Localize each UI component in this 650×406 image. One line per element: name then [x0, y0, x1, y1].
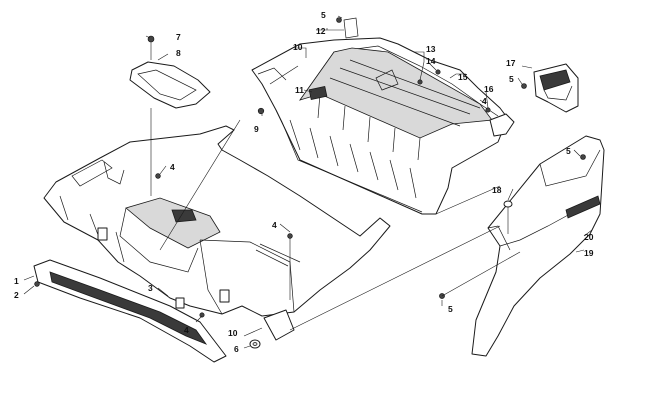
- grommet: [249, 339, 261, 349]
- latch-assembly: [521, 63, 579, 113]
- callout-19: 19: [584, 248, 594, 258]
- side-vent: [565, 195, 601, 219]
- tab-slot: [219, 289, 230, 303]
- callout-8: 8: [176, 48, 181, 58]
- callout-1: 1: [14, 276, 19, 286]
- screw-icon: [34, 281, 40, 287]
- callout-20: 20: [584, 232, 594, 242]
- callout-11: 11: [295, 85, 304, 95]
- bracket-12: [343, 17, 359, 39]
- bracket-10: [263, 309, 295, 341]
- callout-4-console-bottom: 4: [184, 325, 189, 335]
- screw-icon: [155, 173, 161, 179]
- callout-5-latch: 5: [509, 74, 514, 84]
- screw-icon: [287, 233, 293, 239]
- callout-labels: 1 2 3 4 4 4 4 5 5 5 5 6 7 8 9 10 10 11 1…: [14, 10, 594, 354]
- callout-2: 2: [14, 290, 19, 300]
- screw-icon: [485, 107, 491, 113]
- lower-trim-panel: [33, 259, 227, 363]
- callout-10-console: 10: [228, 328, 238, 338]
- callout-7: 7: [176, 32, 181, 42]
- console-opening: [125, 197, 221, 249]
- assembly-lines: [23, 15, 593, 349]
- access-cover: [129, 35, 211, 109]
- callout-12: 12: [316, 26, 326, 36]
- tab-slot: [175, 297, 185, 309]
- tub-latch: [489, 113, 515, 137]
- screw-icon: [580, 154, 586, 160]
- callout-4-console-top: 4: [170, 162, 175, 172]
- rivet-icon: [503, 200, 513, 208]
- callout-17: 17: [506, 58, 516, 68]
- callout-5-bottom: 5: [448, 304, 453, 314]
- callout-18: 18: [492, 185, 502, 195]
- screw-icon: [257, 107, 265, 115]
- tab-slot: [97, 227, 108, 241]
- nut-icon: [521, 83, 527, 89]
- decal-plate: [308, 85, 328, 101]
- callout-3: 3: [148, 283, 153, 293]
- screw-icon: [147, 35, 155, 43]
- center-console: [43, 108, 391, 341]
- callout-16: 16: [484, 84, 494, 94]
- screw-icon: [336, 17, 342, 23]
- callout-10-tub: 10: [293, 42, 303, 52]
- screw-icon: [417, 79, 423, 85]
- callout-4-console-right: 4: [272, 220, 277, 230]
- callout-5-side-panel: 5: [566, 146, 571, 156]
- callout-13: 13: [426, 44, 436, 54]
- screw-icon: [435, 69, 441, 75]
- callout-4-tub: 4: [482, 96, 487, 106]
- callout-9: 9: [254, 124, 259, 134]
- callout-14: 14: [426, 56, 436, 66]
- storage-tub: [251, 17, 515, 215]
- screw-icon: [199, 312, 205, 318]
- callout-6: 6: [234, 344, 239, 354]
- callout-5-tub-top: 5: [321, 10, 326, 20]
- callout-15: 15: [458, 72, 468, 82]
- side-panel: [471, 135, 605, 357]
